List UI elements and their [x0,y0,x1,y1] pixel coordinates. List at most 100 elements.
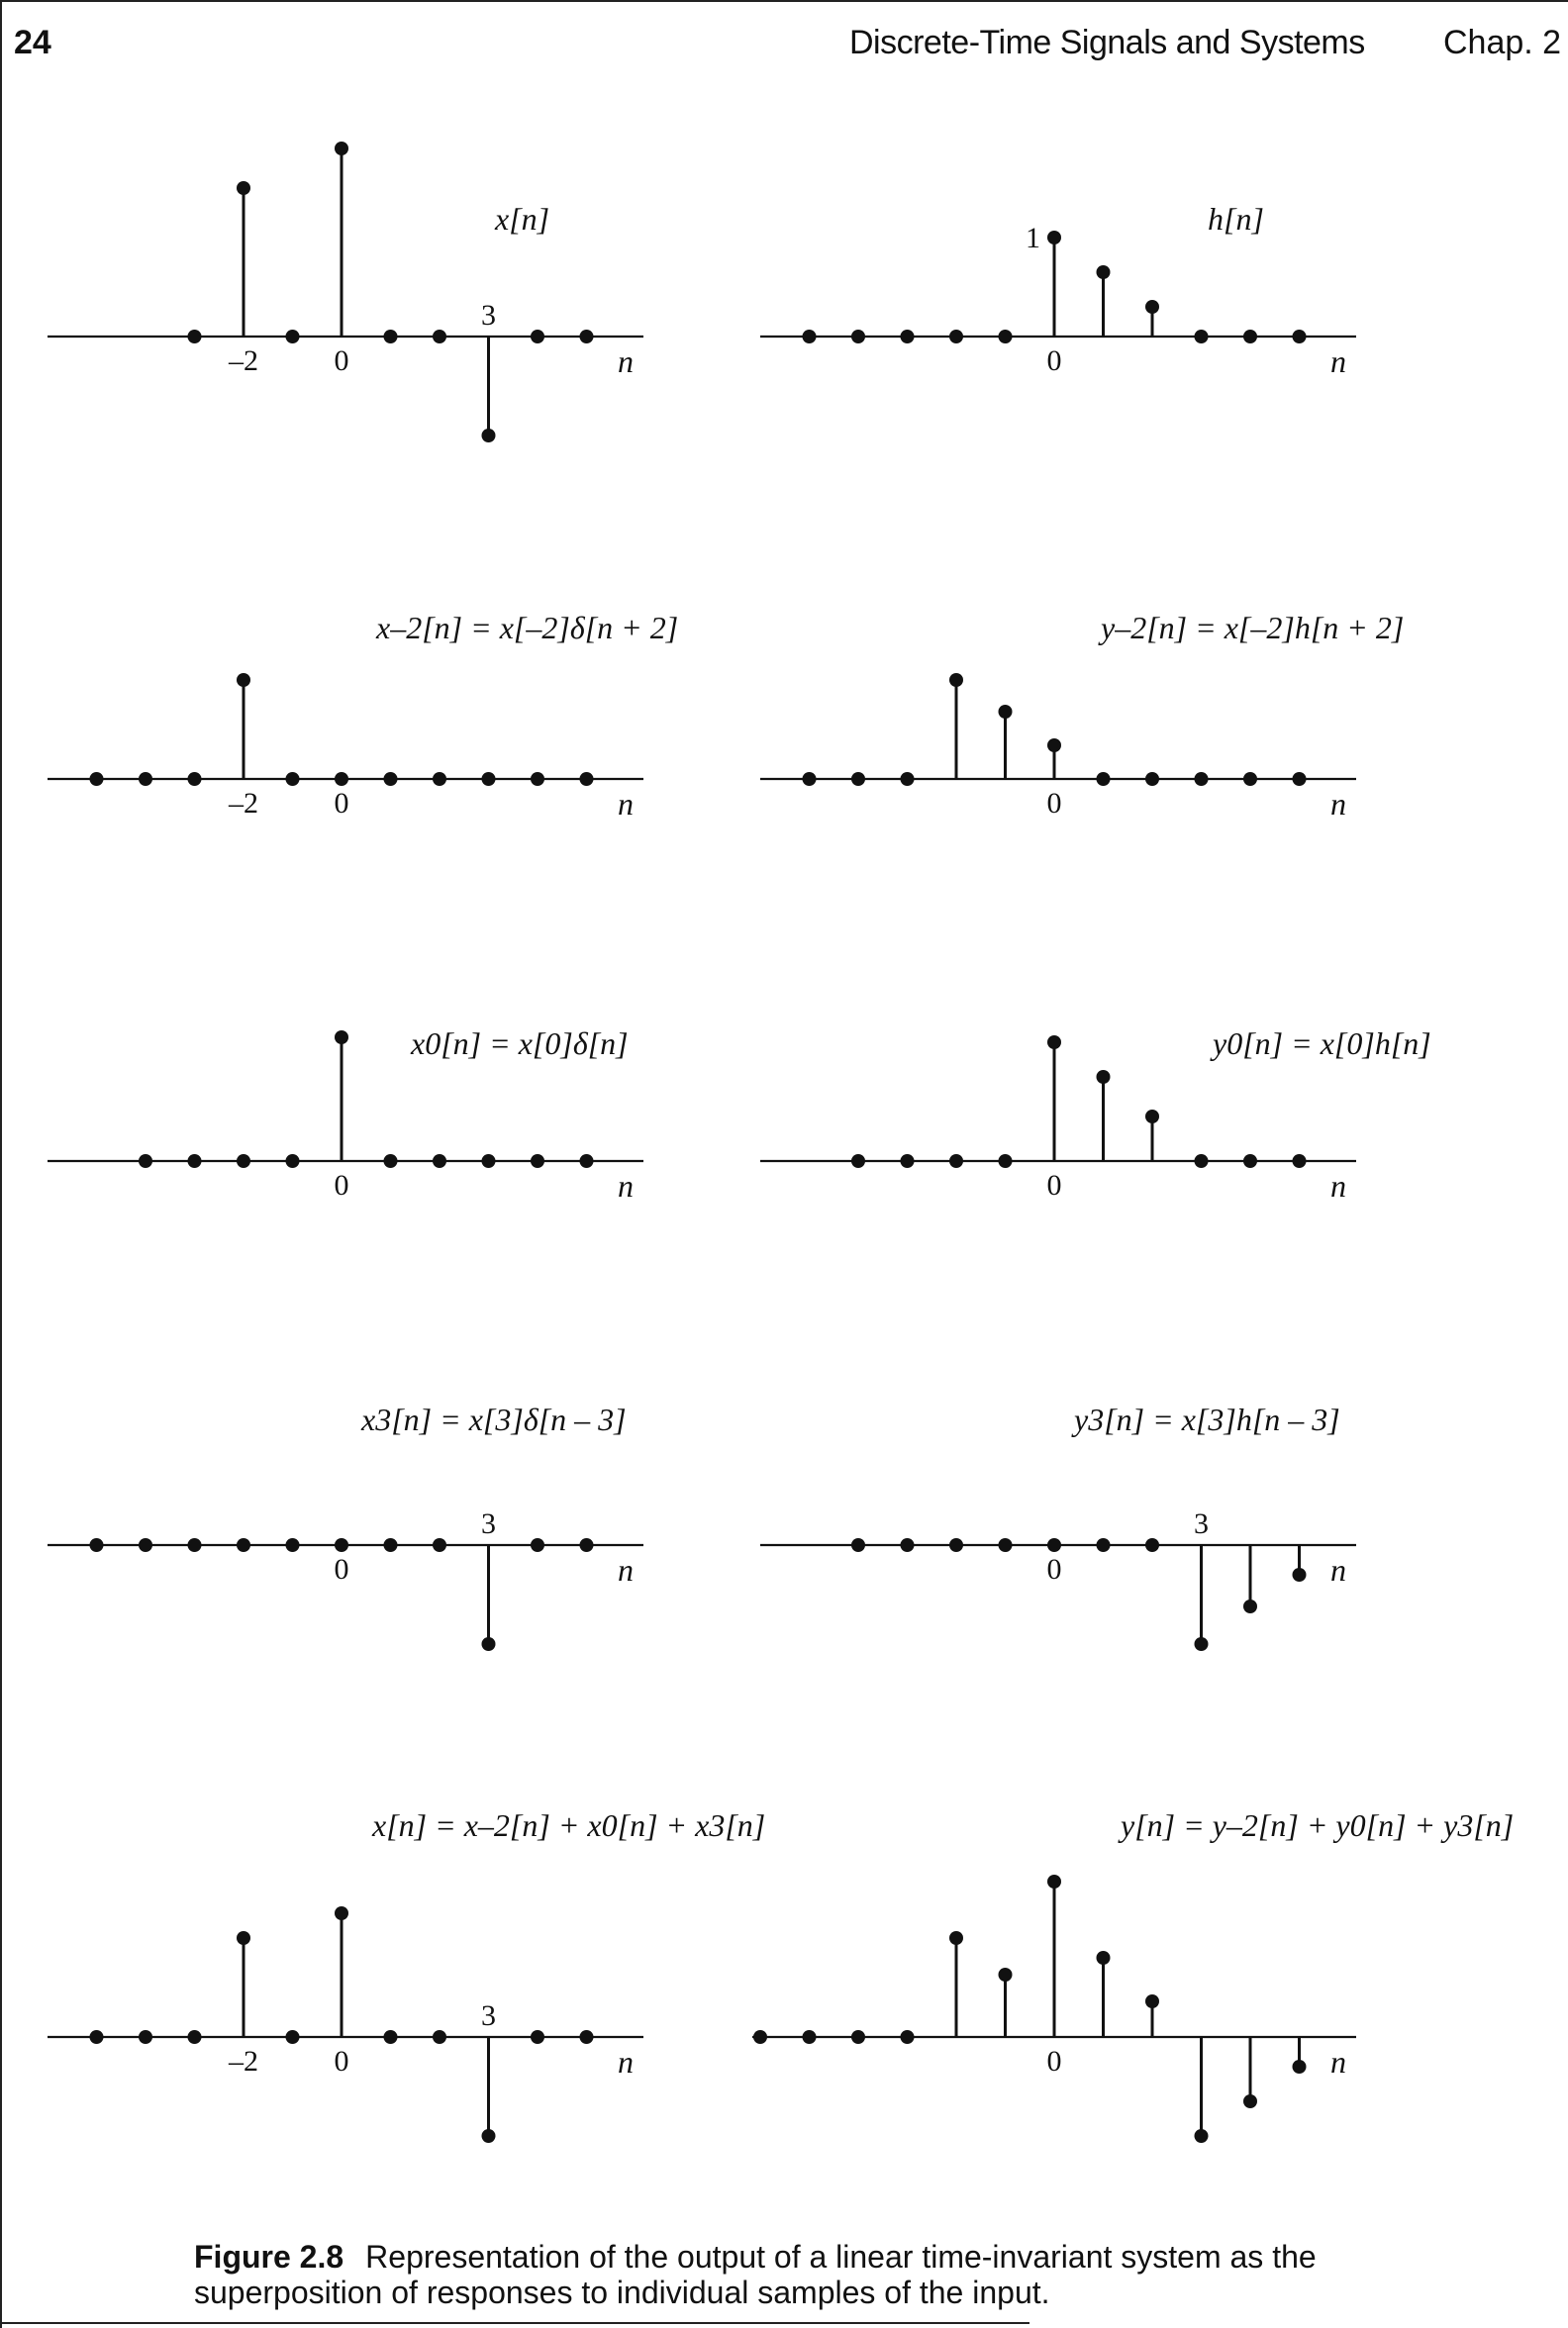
x_sum-sample-dot [139,2030,152,2044]
y_m2-sample-dot [1145,772,1159,786]
x_sum-tick-label: 0 [335,2045,349,2078]
y_m2-sample-dot [949,673,963,687]
x_0-signal-label: x0[n] = x[0]δ[n] [410,1025,629,1061]
y_0-tick-label: 0 [1047,1169,1062,1202]
x-sample-dot [237,181,250,195]
x_m2-signal-label: x–2[n] = x[–2]δ[n + 2] [375,610,678,645]
y_sum-sample-dot [1096,1951,1111,1965]
y_m2-sample-dot [851,772,865,786]
x_m2-sample-dot [481,772,496,786]
x_3-axis-label: n [618,1552,634,1588]
x_0-sample-dot [433,1154,446,1168]
y_sum-sample-dot [949,1931,963,1945]
bottom-rule [0,2322,1029,2324]
x_sum-sample-dot [383,2030,398,2044]
y_m2-sample-dot [998,705,1013,719]
x_0-sample-dot [481,1154,496,1168]
x_sum-sample-dot [335,1906,348,1920]
x_sum-sample-dot [237,1931,250,1945]
y_3-sample-dot [1047,1538,1061,1552]
h-sample-dot [1096,265,1111,279]
h-sample-dot [1047,231,1061,244]
y_sum-signal-label: y[n] = y–2[n] + y0[n] + y3[n] [1118,1807,1514,1843]
y_m2-sample-dot [1096,772,1111,786]
caption-text: Representation of the output of a linear… [194,2239,1317,2310]
x_sum-sample-dot [187,2030,202,2044]
x_3-sample-dot [139,1538,152,1552]
x_3-sample-dot [433,1538,446,1552]
y_sum-sample-dot [802,2030,817,2044]
x_3-sample-dot [579,1538,594,1552]
y_sum-sample-dot [1194,2129,1209,2143]
x_0-sample-dot [579,1154,594,1168]
y_sum-sample-dot [900,2030,915,2044]
x_m2-sample-dot [285,772,300,786]
y_sum-sample-dot [998,1968,1013,1982]
chapter-label: Chap. 2 [1443,24,1562,61]
x_0-sample-dot [531,1154,544,1168]
x-sample-dot [481,429,496,442]
x_0-sample-dot [285,1154,300,1168]
y_3-sample-dot [1194,1637,1209,1651]
h-sample-dot [998,330,1013,343]
h-axis-label: n [1330,343,1346,379]
y_0-sample-dot [1292,1154,1307,1168]
y_sum-tick-label: 0 [1047,2045,1062,2078]
x_m2-sample-dot [187,772,202,786]
h-sample-dot [1292,330,1307,343]
x_m2-sample-dot [139,772,152,786]
x_3-signal-label: x3[n] = x[3]δ[n – 3] [360,1402,627,1437]
h-tick-label: 0 [1047,344,1062,377]
y_3-sample-dot [998,1538,1013,1552]
y_0-sample-dot [1243,1154,1257,1168]
x_sum-tick-label: –2 [228,2045,258,2078]
x-tick-label: 3 [481,299,496,332]
x-sample-dot [187,330,202,343]
x_m2-sample-dot [89,772,104,786]
y_0-sample-dot [900,1154,915,1168]
header-rule [0,0,1568,2]
y_3-signal-label: y3[n] = x[3]h[n – 3] [1071,1402,1340,1437]
y_sum-sample-dot [1047,1875,1061,1889]
h-sample-dot [949,330,963,343]
x_0-axis-label: n [618,1168,634,1204]
x_m2-sample-dot [237,673,250,687]
h-sample-dot [900,330,915,343]
y_m2-tick-label: 0 [1047,787,1062,820]
y_sum-sample-dot [1145,1994,1159,2008]
x-signal-label: x[n] [494,201,549,237]
x-sample-dot [335,142,348,155]
y_3-sample-dot [900,1538,915,1552]
y_3-axis-label: n [1330,1552,1346,1588]
x-tick-label: –2 [228,344,258,377]
x_sum-sample-dot [481,2129,496,2143]
y_m2-sample-dot [1292,772,1307,786]
x_3-sample-dot [481,1637,496,1651]
y_sum-axis-label: n [1330,2044,1346,2080]
x_sum-sample-dot [579,2030,594,2044]
x_m2-sample-dot [531,772,544,786]
x-sample-dot [383,330,398,343]
x_m2-sample-dot [383,772,398,786]
x_3-sample-dot [237,1538,250,1552]
y_0-sample-dot [998,1154,1013,1168]
x-sample-dot [579,330,594,343]
y_3-sample-dot [1243,1600,1257,1613]
y_0-sample-dot [1096,1070,1111,1084]
y_m2-sample-dot [900,772,915,786]
x_0-sample-dot [187,1154,202,1168]
y_sum-sample-dot [753,2030,767,2044]
x_3-sample-dot [285,1538,300,1552]
x_sum-sample-dot [285,2030,300,2044]
x_0-sample-dot [237,1154,250,1168]
x_0-sample-dot [335,1030,348,1044]
h-sample-dot [1194,330,1209,343]
y_0-sample-dot [1145,1110,1159,1123]
x_m2-tick-label: –2 [228,787,258,820]
x_3-sample-dot [383,1538,398,1552]
x_m2-sample-dot [579,772,594,786]
y_0-sample-dot [1194,1154,1209,1168]
